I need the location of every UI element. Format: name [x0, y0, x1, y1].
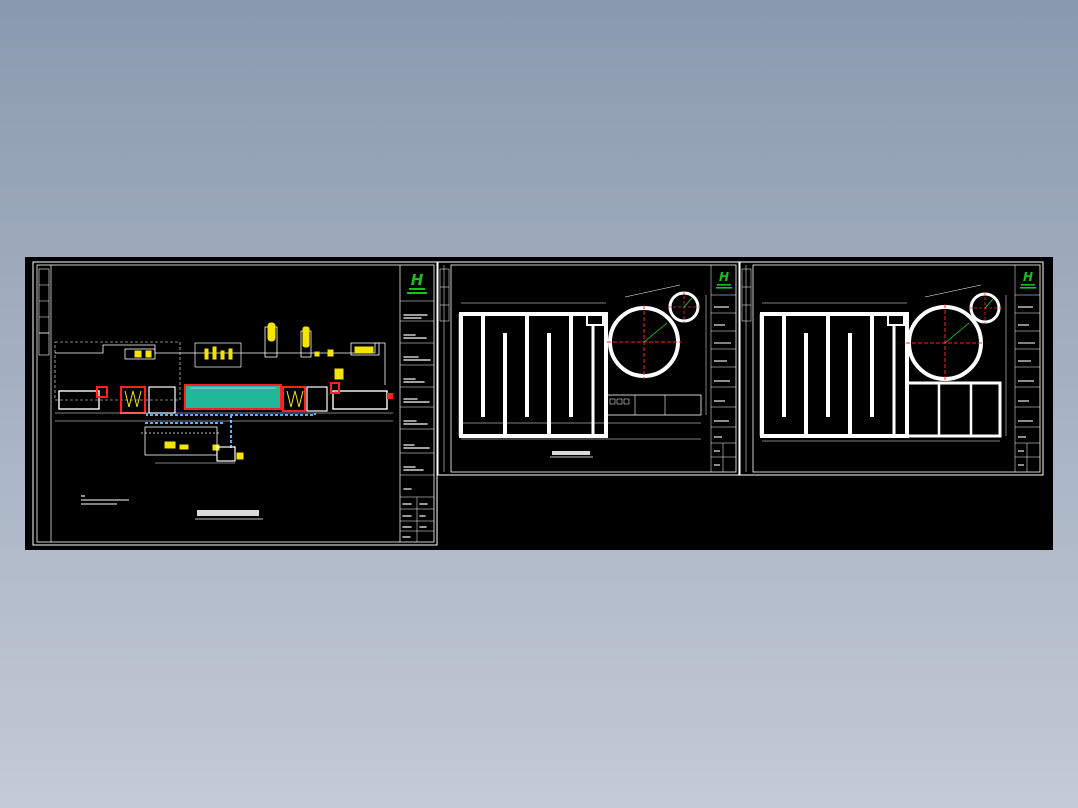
- binding-strip: [439, 268, 450, 322]
- svg-text:H: H: [411, 271, 424, 289]
- section-building: [54, 326, 386, 401]
- basement-room: [141, 426, 236, 462]
- cad-drawing: H: [32, 261, 1044, 546]
- svg-text:H: H: [719, 270, 729, 284]
- sheet-plan-2: H: [739, 261, 1044, 476]
- dimension-lines: [458, 284, 707, 440]
- clarifier-circles: [906, 292, 1001, 382]
- dimension-lines: [759, 284, 1007, 442]
- cad-canvas[interactable]: H: [25, 257, 1053, 550]
- sheet-frame-inner: [752, 264, 1041, 473]
- binding-strip: [38, 265, 52, 542]
- sheet-frame-outer: [739, 261, 1044, 476]
- drawing-title-plan-1: [550, 451, 593, 458]
- sheet-frame-outer: [437, 261, 740, 476]
- sheet-section: H: [32, 261, 438, 546]
- title-block: [399, 265, 434, 542]
- company-logo-icon: H: [1020, 270, 1036, 289]
- binding-strip: [741, 268, 752, 322]
- equipment-room: [605, 394, 702, 416]
- dimension-lines: [55, 420, 393, 464]
- tank-row: [55, 382, 393, 414]
- clarifier-circles: [607, 291, 700, 379]
- company-logo-icon: H: [716, 270, 732, 289]
- svg-text:H: H: [1023, 270, 1033, 284]
- drawing-title-section: [195, 510, 263, 520]
- company-logo-icon: H: [407, 271, 427, 294]
- title-block: [710, 265, 736, 472]
- sheet-plan-1: H: [437, 261, 740, 476]
- title-block: [1014, 265, 1040, 472]
- serpentine-tank: [459, 312, 608, 438]
- notes-block: [81, 495, 129, 505]
- serpentine-tank: [760, 312, 909, 438]
- sheet-frame-inner: [450, 264, 737, 473]
- equipment-group: [134, 322, 374, 460]
- equipment-room: [905, 381, 1002, 438]
- sheet-frame-inner: [36, 264, 435, 543]
- sheet-frame-outer: [32, 261, 438, 546]
